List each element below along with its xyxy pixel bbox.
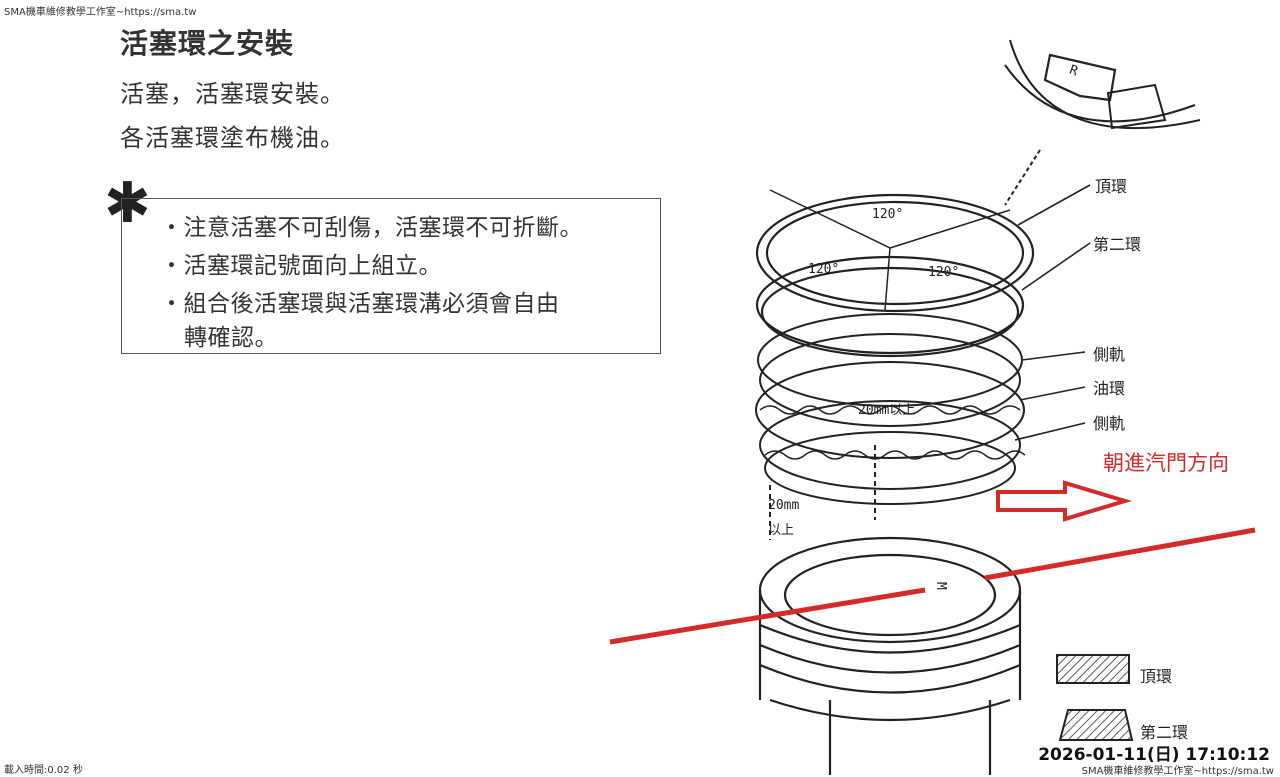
footer-watermark: SMA機車維修教學工作室~https://sma.tw: [1081, 766, 1274, 777]
notes-box: [121, 198, 661, 354]
label-oil-ring: 油環: [1093, 379, 1125, 398]
timestamp: 2026-01-11(日) 17:10:12: [1038, 745, 1270, 765]
legend-second-ring: 第二環: [1140, 723, 1188, 742]
label-top-ring: 頂環: [1095, 177, 1127, 196]
red-pointer-line-2: [984, 527, 1256, 581]
label-second-ring: 第二環: [1093, 235, 1141, 254]
note-3: ・組合後活塞環與活塞環溝必須會自由: [160, 291, 560, 317]
legend-swatch-second: [1058, 709, 1134, 741]
asterisk-icon: ✱: [104, 171, 151, 236]
piston-mark: M: [933, 582, 948, 590]
angle-label-left: 120°: [808, 262, 839, 277]
legend-swatch-top: [1056, 654, 1130, 684]
note-2: ・活塞環記號面向上組立。: [160, 253, 442, 279]
legend-top-ring: 頂環: [1140, 667, 1172, 686]
piston: [758, 536, 1022, 775]
gap-label-2a: 20mm: [768, 498, 799, 513]
note-3-cont: 轉確認。: [184, 325, 278, 351]
angle-label-right: 120°: [928, 265, 959, 280]
instruction-line-1: 活塞，活塞環安裝。: [120, 80, 345, 108]
load-time: 載入時間:0.02 秒: [4, 765, 83, 776]
intake-direction-label: 朝進汽門方向: [1103, 451, 1229, 475]
label-side-rail-2: 側軌: [1093, 414, 1125, 433]
header-watermark: SMA機車維修教學工作室~https://sma.tw: [4, 7, 197, 18]
ring-mark-letter: R: [1067, 63, 1080, 80]
instruction-line-2: 各活塞環塗布機油。: [120, 124, 345, 152]
page-title: 活塞環之安裝: [120, 27, 295, 60]
red-pointer-line: [609, 587, 926, 645]
piston-ring-diagram: R M 120° 120° 120°: [609, 39, 1256, 775]
note-1: ・注意活塞不可刮傷，活塞環不可折斷。: [160, 215, 583, 241]
leader-lines: [1014, 184, 1091, 441]
ring-mark-detail: [1004, 39, 1201, 206]
second-ring: [755, 255, 1025, 358]
red-arrow-icon: [996, 480, 1132, 522]
angle-label-top: 120°: [872, 207, 903, 222]
gap-label-2b: 以上: [768, 523, 794, 538]
top-ring: [755, 189, 1035, 313]
gap-label-oil: 20mm以上: [858, 403, 915, 418]
label-side-rail-1: 側軌: [1093, 345, 1125, 364]
